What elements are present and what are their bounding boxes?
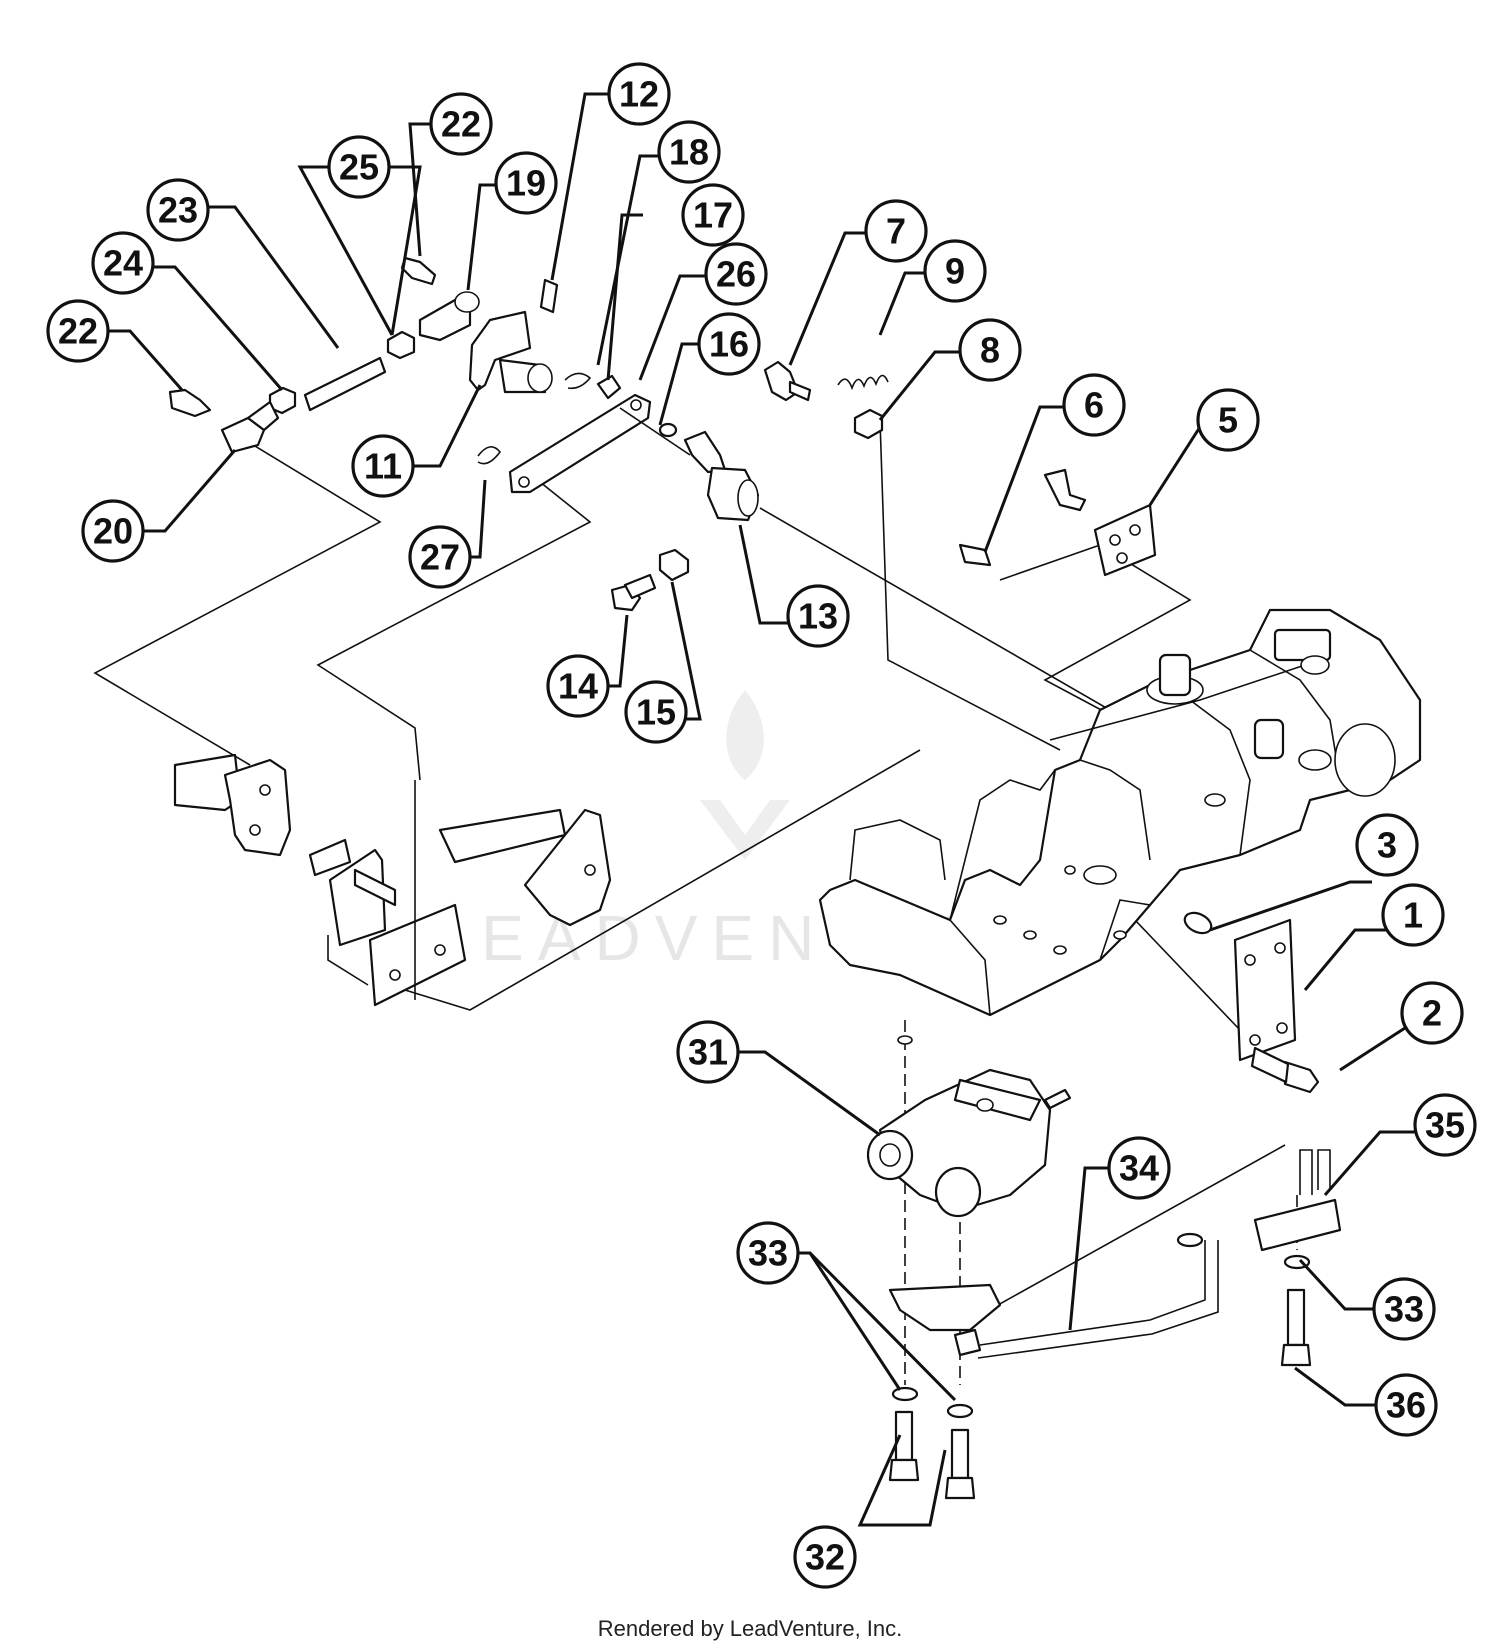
callout-22-top: 22 <box>429 92 493 156</box>
svg-text:36: 36 <box>1386 1385 1426 1426</box>
svg-text:17: 17 <box>693 195 733 236</box>
collar-assembly <box>610 430 760 612</box>
callout-33-right: 33 <box>1372 1277 1436 1341</box>
cover-bolt <box>1250 1046 1320 1094</box>
svg-text:14: 14 <box>558 666 598 707</box>
callout-16: 16 <box>697 312 761 376</box>
svg-text:22: 22 <box>58 311 98 352</box>
svg-text:19: 19 <box>506 163 546 204</box>
callout-2: 2 <box>1400 981 1464 1045</box>
svg-text:25: 25 <box>339 147 379 188</box>
callout-7: 7 <box>864 199 928 263</box>
svg-text:27: 27 <box>420 537 460 578</box>
svg-text:23: 23 <box>158 190 198 231</box>
callout-15: 15 <box>624 680 688 744</box>
svg-text:18: 18 <box>669 132 709 173</box>
callout-22-left: 22 <box>46 299 110 363</box>
svg-text:26: 26 <box>716 254 756 295</box>
callout-34: 34 <box>1107 1136 1171 1200</box>
callout-14: 14 <box>546 654 610 718</box>
o-ring <box>1183 911 1213 935</box>
svg-text:13: 13 <box>798 596 838 637</box>
svg-text:16: 16 <box>709 324 749 365</box>
svg-text:5: 5 <box>1218 400 1238 441</box>
bracket-assembly <box>958 468 1157 577</box>
callout-24: 24 <box>91 231 155 295</box>
callout-35: 35 <box>1413 1093 1477 1157</box>
svg-text:9: 9 <box>945 251 965 292</box>
svg-text:2: 2 <box>1422 993 1442 1034</box>
callout-11: 11 <box>351 434 415 498</box>
footer-credit: Rendered by LeadVenture, Inc. <box>597 1616 903 1641</box>
svg-text:22: 22 <box>441 104 481 145</box>
svg-text:11: 11 <box>364 446 402 487</box>
rod-assembly <box>168 356 387 454</box>
svg-text:8: 8 <box>980 330 1000 371</box>
svg-text:20: 20 <box>93 511 133 552</box>
callout-17: 17 <box>681 183 745 247</box>
callout-6: 6 <box>1062 373 1126 437</box>
callout-23: 23 <box>146 178 210 242</box>
callout-27: 27 <box>408 525 472 589</box>
cover-plate <box>1233 918 1297 1062</box>
callout-5: 5 <box>1196 388 1260 452</box>
svg-text:24: 24 <box>103 243 143 284</box>
mounting-bolts <box>888 1254 1312 1500</box>
callout-13: 13 <box>786 584 850 648</box>
callout-19: 19 <box>494 151 558 215</box>
control-valve <box>866 1068 1072 1218</box>
callout-8: 8 <box>958 318 1022 382</box>
callout-32: 32 <box>793 1525 857 1589</box>
svg-text:1: 1 <box>1403 895 1423 936</box>
callout-33-left: 33 <box>736 1221 800 1285</box>
svg-text:31: 31 <box>688 1032 728 1073</box>
callout-26: 26 <box>704 242 768 306</box>
svg-text:35: 35 <box>1425 1105 1465 1146</box>
svg-text:3: 3 <box>1377 825 1397 866</box>
svg-text:15: 15 <box>636 692 676 733</box>
pipe-assembly <box>888 1149 1342 1359</box>
link-assembly <box>477 372 691 494</box>
callout-3: 3 <box>1355 813 1419 877</box>
adjuster-parts <box>763 360 889 440</box>
callout-31: 31 <box>676 1020 740 1084</box>
callout-20: 20 <box>81 499 145 563</box>
svg-text:7: 7 <box>886 211 906 252</box>
lift-lever <box>386 256 559 394</box>
svg-text:12: 12 <box>619 74 659 115</box>
svg-text:6: 6 <box>1084 385 1104 426</box>
callout-12: 12 <box>607 62 671 126</box>
svg-text:32: 32 <box>805 1537 845 1578</box>
svg-text:34: 34 <box>1119 1148 1159 1189</box>
left-lever-assembly <box>173 753 612 1007</box>
svg-text:33: 33 <box>1384 1289 1424 1330</box>
callout-9: 9 <box>923 239 987 303</box>
callout-1: 1 <box>1381 883 1445 947</box>
svg-text:33: 33 <box>748 1233 788 1274</box>
callout-25: 25 <box>327 135 391 199</box>
callout-18: 18 <box>657 120 721 184</box>
callout-36: 36 <box>1374 1373 1438 1437</box>
lift-housing <box>818 608 1422 1045</box>
